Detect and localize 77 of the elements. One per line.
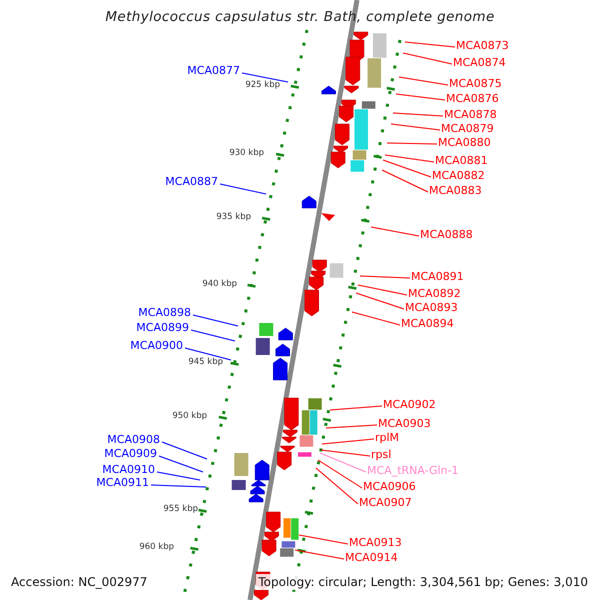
- leader-line: [184, 348, 232, 360]
- leader-line: [242, 72, 288, 82]
- gene-label: MCA0900: [130, 339, 183, 353]
- gene-label: MCA0910: [102, 463, 155, 477]
- leader-line: [220, 184, 266, 194]
- leader-line: [318, 460, 362, 488]
- gene-label: MCA0873: [456, 39, 509, 53]
- genome-info-text: Topology: circular; Length: 3,304,561 bp; Genes: 3,010: [256, 574, 590, 590]
- leader-line: [156, 472, 200, 480]
- gene-label: MCA0888: [420, 228, 473, 242]
- leader-line: [402, 52, 452, 64]
- gene-label: MCA0875: [449, 77, 502, 91]
- gene-label: MCA0898: [138, 306, 191, 320]
- position-label: 950 kbp: [172, 411, 207, 422]
- leader-line: [360, 276, 410, 278]
- leader-line: [316, 468, 358, 504]
- leader-line: [330, 406, 382, 410]
- gene-label: MCA0913: [349, 536, 402, 550]
- gene-label: MCA0893: [405, 301, 458, 315]
- gene-label: MCA0883: [429, 184, 482, 198]
- gene-label: MCA0880: [438, 136, 491, 150]
- leader-line: [150, 484, 206, 488]
- leader-line: [382, 160, 432, 178]
- gene-label: MCA0899: [136, 321, 189, 335]
- gene-label: MCA0903: [378, 417, 431, 431]
- gene-label: MCA0876: [446, 92, 499, 106]
- leader-line: [404, 42, 456, 48]
- gene-label: MCA0914: [345, 551, 398, 565]
- position-label: 930 kbp: [229, 148, 264, 159]
- position-label: 945 kbp: [188, 357, 223, 368]
- leader-line: [352, 312, 400, 326]
- leader-line: [386, 142, 438, 144]
- leader-line: [382, 170, 428, 192]
- gene-label: MCA0909: [104, 447, 157, 461]
- position-label: 935 kbp: [216, 212, 251, 223]
- position-label: 940 kbp: [202, 279, 237, 290]
- position-label: 925 kbp: [245, 80, 280, 91]
- position-label: 960 kbp: [139, 542, 174, 553]
- gene-label: MCA0911: [96, 476, 149, 490]
- gene-label: MCA0906: [363, 480, 416, 494]
- gene-label: MCA_tRNA-Gln-1: [367, 464, 459, 478]
- leader-line: [358, 284, 408, 296]
- gene-label: MCA0882: [432, 169, 485, 183]
- leader-line: [392, 112, 444, 116]
- leader-line: [320, 450, 370, 456]
- gene-label: MCA0881: [435, 154, 488, 168]
- leader-line: [192, 314, 238, 326]
- gene-label: MCA0874: [453, 56, 506, 70]
- leader-line: [294, 550, 344, 560]
- genome-info-text: Accession: NC_002977: [9, 574, 150, 590]
- leader-line: [298, 534, 348, 544]
- leader-line: [398, 76, 448, 86]
- leader-line: [320, 452, 366, 472]
- leader-line: [322, 438, 374, 444]
- gene-label: MCA0907: [359, 496, 412, 510]
- gene-label: rplM: [375, 431, 400, 445]
- leader-line: [190, 330, 236, 342]
- gene-label: MCA0877: [187, 64, 240, 78]
- gene-label: MCA0892: [408, 287, 461, 301]
- leader-line: [390, 124, 440, 130]
- gene-label: MCA0894: [401, 317, 454, 331]
- leader-line: [370, 226, 420, 236]
- leader-line: [162, 442, 208, 460]
- leader-line: [396, 94, 446, 100]
- gene-label: MCA0908: [107, 433, 160, 447]
- gene-label: MCA0887: [165, 175, 218, 189]
- gene-label: rpsl: [371, 448, 392, 462]
- leader-line: [326, 424, 378, 428]
- leader-line: [158, 456, 204, 472]
- leader-line: [384, 154, 434, 162]
- gene-label: MCA0879: [441, 122, 494, 136]
- map-title: Methylococcus capsulatus str. Bath, complete genome: [104, 9, 496, 25]
- leader-line: [356, 292, 404, 310]
- gene-label: MCA0891: [411, 270, 464, 284]
- gene-label: MCA0902: [383, 398, 436, 412]
- position-label: 955 kbp: [163, 504, 198, 515]
- gene-label: MCA0878: [444, 108, 497, 122]
